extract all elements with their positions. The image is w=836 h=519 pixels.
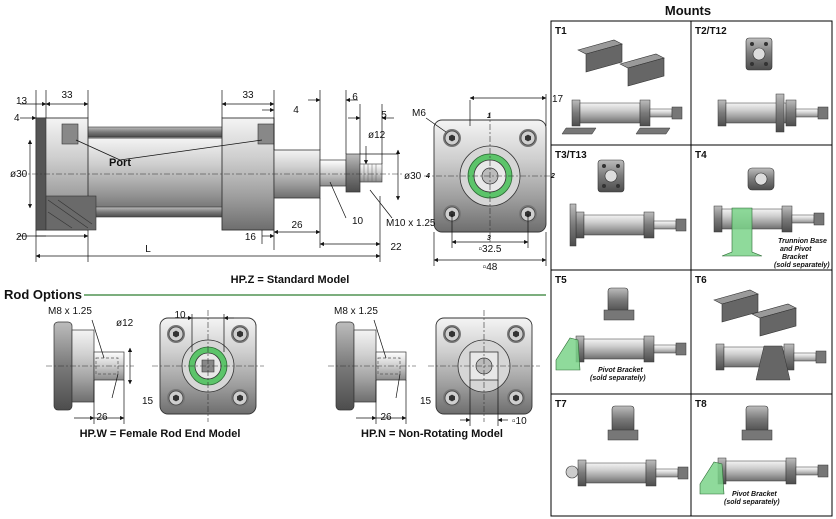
nonrot-caption: HP.N = Non-Rotating Model: [361, 428, 503, 440]
dim-16: 16: [245, 232, 257, 243]
dim-32-5: ▫32.5: [478, 244, 501, 255]
female-dim-10: 10: [174, 310, 186, 321]
mount-label-t8: T8: [695, 399, 707, 410]
tie-rod-bolt: [518, 128, 538, 148]
dim-48: ▫48: [483, 262, 498, 273]
mount-label-t3: T3/T13: [555, 150, 587, 161]
mount-label-t4: T4: [695, 150, 707, 161]
standard-caption: HP.Z = Standard Model: [231, 274, 350, 286]
dim-26: 26: [291, 220, 303, 231]
dim-20: 20: [16, 232, 28, 243]
mount-label-t6: T6: [695, 275, 707, 286]
dim-33-rear: 33: [61, 90, 73, 101]
female-dim-26: 26: [96, 412, 108, 423]
dim-dia-30: ø30: [10, 169, 28, 180]
dim-4-rear: 4: [14, 113, 20, 124]
dim-5: 5: [381, 110, 387, 121]
rod-thread: [359, 163, 383, 183]
mount-label-t2: T2/T12: [695, 26, 727, 37]
rod-options-title: Rod Options: [4, 287, 82, 302]
female-dia-12: ø12: [116, 318, 134, 329]
piston-rod: [319, 159, 347, 187]
cylinder-barrel: [77, 137, 239, 213]
mounts-panel: Mounts: [550, 3, 833, 517]
female-caption: HP.W = Female Rod End Model: [80, 428, 241, 440]
mount-label-t7: T7: [555, 399, 567, 410]
dim-L: L: [145, 244, 151, 255]
cutaway-section: [45, 195, 97, 231]
mount-t3-t13: [569, 159, 687, 247]
rod-options-section: Rod Options: [4, 287, 546, 440]
dim-17: 17: [552, 94, 564, 105]
mount-label-t1: T1: [555, 26, 567, 37]
port: [61, 123, 79, 145]
dim-22: 22: [390, 242, 402, 253]
port-label: Port: [109, 157, 131, 169]
female-rod-side: [46, 319, 134, 424]
dim-m6: M6: [412, 108, 426, 119]
nonrot-dim-15: 15: [420, 396, 432, 407]
port: [257, 123, 275, 145]
mount-t2-t12: [717, 37, 829, 133]
nonrot-dim-10: ▫10: [512, 416, 527, 427]
dim-6: 6: [352, 92, 358, 103]
mount-t1: [561, 39, 683, 135]
mount-t4: [713, 167, 825, 257]
mount-t7: [565, 405, 689, 487]
mounts-title: Mounts: [665, 3, 711, 18]
port-pos-4: 4: [425, 173, 430, 180]
female-rod-end-view: [152, 310, 264, 422]
mount-t5: [555, 287, 687, 371]
nonrotating-end-view: [428, 310, 540, 426]
female-dim-15: 15: [142, 396, 154, 407]
standard-end-view: [424, 94, 556, 266]
nonrot-thread: M8 x 1.25: [334, 306, 378, 317]
standard-model-drawing: 13 33 4 33 4 6 5 ø12 ø30 ø30 Port 20 L 1…: [10, 90, 564, 286]
mount-label-t5: T5: [555, 275, 567, 286]
rod-nut: [345, 153, 361, 193]
nonrot-dim-26: 26: [380, 412, 392, 423]
dim-10: 10: [352, 216, 364, 227]
dim-13: 13: [16, 96, 28, 107]
t8-note: Pivot Bracket(sold separately): [724, 491, 780, 506]
port-pos-1: 1: [487, 113, 491, 120]
tie-rod: [67, 126, 249, 138]
dim-33-front: 33: [242, 90, 254, 101]
dim-4-front: 4: [293, 105, 299, 116]
dim-thread-m10: M10 x 1.25: [386, 218, 436, 229]
female-thread: M8 x 1.25: [48, 306, 92, 317]
mount-t8: [699, 405, 829, 495]
mount-t6: [713, 289, 827, 381]
dim-dia-12: ø12: [368, 130, 386, 141]
port-pos-2: 2: [550, 173, 555, 180]
nonrotating-side: [328, 319, 416, 424]
t5-note: Pivot Bracket(sold separately): [590, 367, 646, 382]
dimension-lines: [18, 90, 401, 262]
dim-dia-30-rod: ø30: [404, 171, 422, 182]
port-pos-3: 3: [487, 235, 491, 242]
